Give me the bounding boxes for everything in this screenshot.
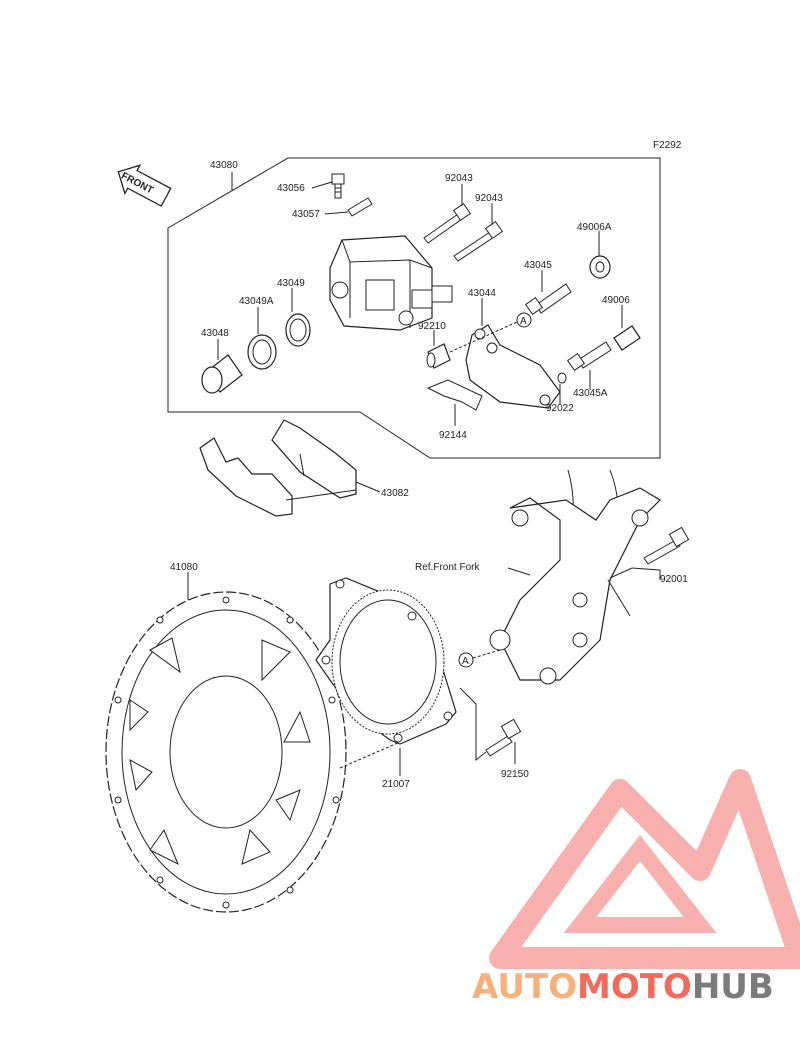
diagram-code: F2292 <box>653 140 682 151</box>
label-92210: 92210 <box>418 321 446 332</box>
svg-text:A: A <box>462 656 469 667</box>
svg-text:AUTOMOTOHUB: AUTOMOTOHUB <box>472 967 774 1007</box>
pin-bolt-upper <box>423 202 472 244</box>
label-21007: 21007 <box>382 779 410 790</box>
brake-pads-part <box>199 419 357 517</box>
circlip-part <box>557 372 567 384</box>
label-49006: 49006 <box>602 295 630 306</box>
label-43056: 43056 <box>277 183 305 194</box>
label-92043-b: 92043 <box>475 193 503 204</box>
watermark-auto: AUTO <box>472 967 577 1007</box>
dust-seal-part <box>247 334 277 370</box>
rubber-boot-lower <box>613 325 641 351</box>
pin-bolt-lower <box>453 220 504 262</box>
label-43049a: 43049A <box>239 296 274 307</box>
label-43045: 43045 <box>524 260 552 271</box>
front-arrow-icon: FRONT <box>117 164 172 207</box>
svg-text:A: A <box>520 316 527 327</box>
caliper-bolt-part <box>643 526 690 565</box>
label-92001: 92001 <box>660 574 688 585</box>
callout-a-lower <box>458 652 474 668</box>
caliper-bracket-part <box>465 324 561 409</box>
watermark-hub: HUB <box>692 967 774 1007</box>
label-41080: 41080 <box>170 562 198 573</box>
label-43044: 43044 <box>468 288 496 299</box>
pad-spring-part <box>426 379 483 411</box>
slide-pin-upper <box>524 283 572 316</box>
collar-part <box>426 343 451 369</box>
label-43049: 43049 <box>277 278 305 289</box>
caliper-assembly-box <box>167 157 661 459</box>
label-43048: 43048 <box>201 328 229 339</box>
label-43045a: 43045A <box>573 388 608 399</box>
front-fork-part <box>489 469 661 685</box>
watermark-moto: MOTO <box>577 967 692 1007</box>
slide-pin-lower <box>566 341 612 372</box>
caliper-body-part <box>329 235 453 331</box>
automotohub-logo: AUTOMOTOHUB <box>472 769 800 1007</box>
bleeder-cap-part <box>347 197 373 217</box>
disc-bolt-part <box>485 718 522 757</box>
label-92022: 92022 <box>546 403 574 414</box>
label-92043-a: 92043 <box>445 173 473 184</box>
ref-label: Ref.Front Fork <box>415 562 480 573</box>
piston-part <box>201 354 243 394</box>
label-43082: 43082 <box>381 488 409 499</box>
rubber-boot-upper <box>589 255 611 279</box>
bleeder-valve-part <box>331 173 345 199</box>
brake-disc-part <box>105 591 347 913</box>
label-92144: 92144 <box>439 430 467 441</box>
callout-a-upper <box>516 312 532 328</box>
label-43080: 43080 <box>210 160 238 171</box>
label-43057: 43057 <box>292 209 320 220</box>
abs-rotor-part <box>315 577 457 745</box>
label-49006a: 49006A <box>577 222 612 233</box>
piston-seal-part <box>285 313 311 347</box>
label-92150: 92150 <box>501 769 529 780</box>
